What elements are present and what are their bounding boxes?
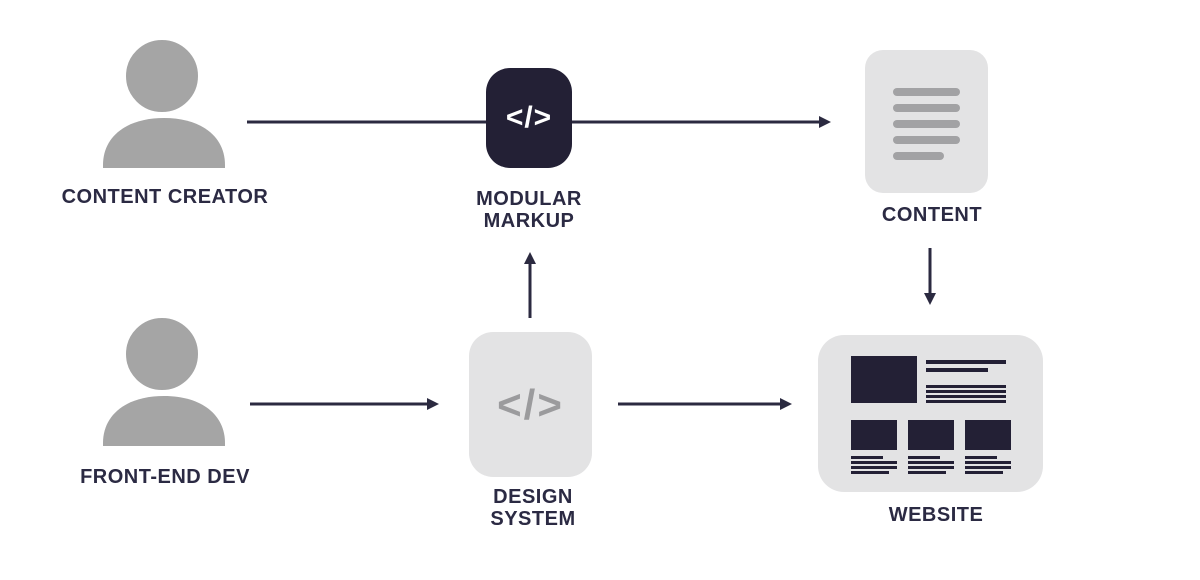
code-glyph: </>	[505, 101, 553, 134]
person-icon	[103, 316, 225, 446]
design-system-code-icon: </>	[469, 332, 592, 477]
document-text-lines	[893, 88, 960, 168]
content-creator-label: CONTENT CREATOR	[61, 186, 269, 208]
modular-markup-code-icon: </>	[486, 68, 572, 168]
website-label: WEBSITE	[888, 504, 984, 526]
card-block	[965, 420, 1011, 450]
person-icon	[103, 38, 225, 168]
card-block	[851, 420, 897, 450]
document-icon	[865, 50, 988, 193]
card-block	[908, 420, 954, 450]
design-system-label: DESIGN SYSTEM	[490, 486, 576, 530]
hero-image-block	[851, 356, 917, 403]
browser-layout-icon	[818, 335, 1043, 492]
code-glyph: </>	[497, 380, 564, 428]
content-label: CONTENT	[881, 204, 983, 226]
modular-markup-label: MODULAR MARKUP	[476, 188, 582, 232]
front-end-dev-label: FRONT-END DEV	[80, 466, 250, 488]
